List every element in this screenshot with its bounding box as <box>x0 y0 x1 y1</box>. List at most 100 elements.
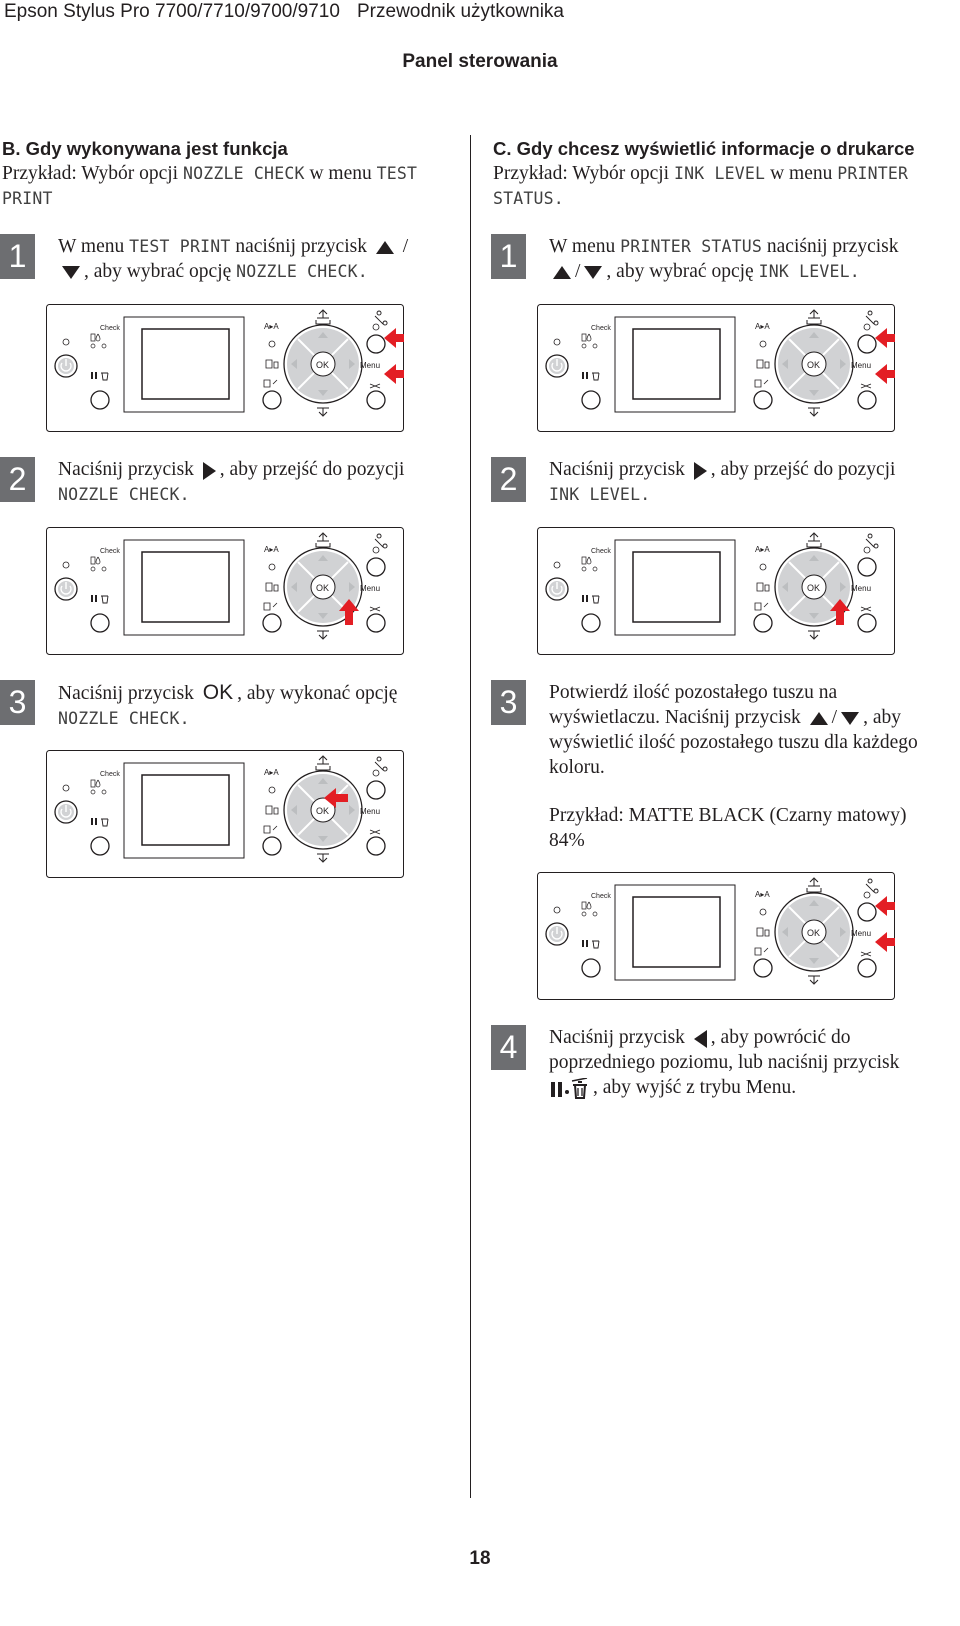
eject-up-icon <box>806 532 822 548</box>
paper-source-icon <box>756 359 770 369</box>
power-button <box>54 800 78 824</box>
dpad-down-icon <box>809 613 819 619</box>
down-arrow-icon <box>841 712 860 726</box>
check-label: Check <box>591 325 611 332</box>
power-button <box>545 922 569 946</box>
right-lower-button <box>857 613 877 633</box>
ink-check-icon <box>586 556 592 565</box>
eject-up-icon <box>315 532 331 548</box>
red-pointer-arrow <box>875 328 899 348</box>
paper-check-icon <box>90 333 96 342</box>
right-intro-text: Przykład: Wybór opcji INK LEVEL w menu P… <box>493 163 909 208</box>
paper-cut-icon <box>374 756 388 772</box>
pause-button <box>581 390 601 410</box>
step-number-badge: 2 <box>0 457 35 502</box>
paper-cut-icon <box>865 533 879 549</box>
feed-down-icon <box>317 853 329 863</box>
step-number-badge: 1 <box>0 234 35 279</box>
dpad-up-icon <box>809 900 819 906</box>
paper-source-icon <box>265 359 279 369</box>
ok-label: OK <box>807 583 820 593</box>
lcd-screen <box>141 328 230 400</box>
control-panel-illustration: Check A▸A OK Menu <box>537 304 899 432</box>
right-step-4: 4 Naciśnij przycisk , aby powrócić do po… <box>491 1025 941 1105</box>
down-arrow-icon <box>62 266 80 280</box>
cancel-icon <box>592 372 600 381</box>
paper-feed-icon <box>263 379 278 388</box>
power-led <box>553 906 561 914</box>
paper-cut-icon <box>865 310 879 326</box>
control-panel-illustration: Check A▸A OK Menu <box>537 872 899 1000</box>
ok-button <box>801 919 827 945</box>
left-intro-text: Przykład: Wybór opcji NOZZLE CHECK w men… <box>2 163 418 208</box>
dpad-left-icon <box>291 359 297 369</box>
ok-label: OK <box>807 928 820 938</box>
pause-button <box>90 836 110 856</box>
step-number-badge: 1 <box>491 234 526 279</box>
section-title: Panel sterowania <box>402 51 558 72</box>
dpad-up-icon <box>809 332 819 338</box>
document-title: Epson Stylus Pro 7700/7710/9700/9710 <box>4 1 340 22</box>
red-pointer-arrow <box>384 364 408 384</box>
lcd-screen <box>141 774 230 846</box>
power-icon <box>551 930 563 940</box>
ok-button <box>310 574 336 600</box>
ok-button-glyph: OK <box>202 681 234 704</box>
step-text: W menu PRINTER STATUS naciśnij przycisk … <box>549 236 899 282</box>
left-lower-button <box>262 613 282 633</box>
red-pointer-arrow <box>324 788 348 808</box>
media-type-label: A▸A <box>264 768 279 777</box>
dpad-left-icon <box>291 805 297 815</box>
step-text: Naciśnij przycisk , aby przejść do pozyc… <box>549 459 896 504</box>
control-panel-illustration: Check A▸A OK Menu <box>537 527 895 655</box>
paper-source-icon <box>265 805 279 815</box>
menu-label: Menu <box>360 361 380 370</box>
feed-down-icon <box>808 975 820 985</box>
media-type-label: A▸A <box>755 322 770 331</box>
paper-check-icon <box>90 779 96 788</box>
cancel-icon <box>101 595 109 604</box>
scissors-icon <box>369 383 381 389</box>
power-led <box>62 338 70 346</box>
feed-down-icon <box>808 630 820 640</box>
menu-label: Menu <box>851 929 871 938</box>
eject-up-icon <box>806 877 822 893</box>
paper-feed-icon <box>754 379 769 388</box>
right-heading: C. Gdy chcesz wyświetlić informacje o dr… <box>493 138 915 159</box>
example-value: 84% <box>549 830 585 851</box>
right-step-3: 3 Potwierdź ilość pozostałego tuszu na w… <box>491 680 941 860</box>
pause-button <box>581 958 601 978</box>
pause-button <box>581 613 601 633</box>
media-type-label: A▸A <box>755 545 770 554</box>
ink-check-icon <box>95 779 101 788</box>
cancel-icon <box>592 595 600 604</box>
step-number-badge: 4 <box>491 1025 526 1070</box>
right-lower-button <box>857 958 877 978</box>
left-lower-button <box>262 390 282 410</box>
media-type-label: A▸A <box>264 322 279 331</box>
lcd-screen <box>632 328 721 400</box>
scissors-icon <box>860 606 872 612</box>
eject-up-icon <box>315 755 331 771</box>
ok-label: OK <box>316 360 329 370</box>
paper-cut-icon <box>374 533 388 549</box>
paper-source-icon <box>756 927 770 937</box>
check-label: Check <box>591 893 611 900</box>
dpad-down-icon <box>809 958 819 964</box>
power-led <box>553 561 561 569</box>
dpad-up-icon <box>318 778 328 784</box>
right-arrow-icon <box>693 461 707 480</box>
right-step-1: 1 W menu PRINTER STATUS naciśnij przycis… <box>491 234 931 294</box>
left-lower-button <box>753 958 773 978</box>
paper-check-icon <box>90 556 96 565</box>
pause-cancel-icon <box>551 1077 588 1099</box>
dpad-down-icon <box>318 836 328 842</box>
up-arrow-icon <box>809 712 828 726</box>
left-step-3: 3 Naciśnij przycisk OK, aby wykonać opcj… <box>0 680 440 740</box>
power-led <box>62 784 70 792</box>
left-step-1: 1 W menu TEST PRINT naciśnij przycisk / … <box>0 234 440 294</box>
paper-feed-icon <box>754 602 769 611</box>
eject-up-icon <box>806 309 822 325</box>
lcd-screen <box>632 551 721 623</box>
paper-check-icon <box>581 901 587 910</box>
